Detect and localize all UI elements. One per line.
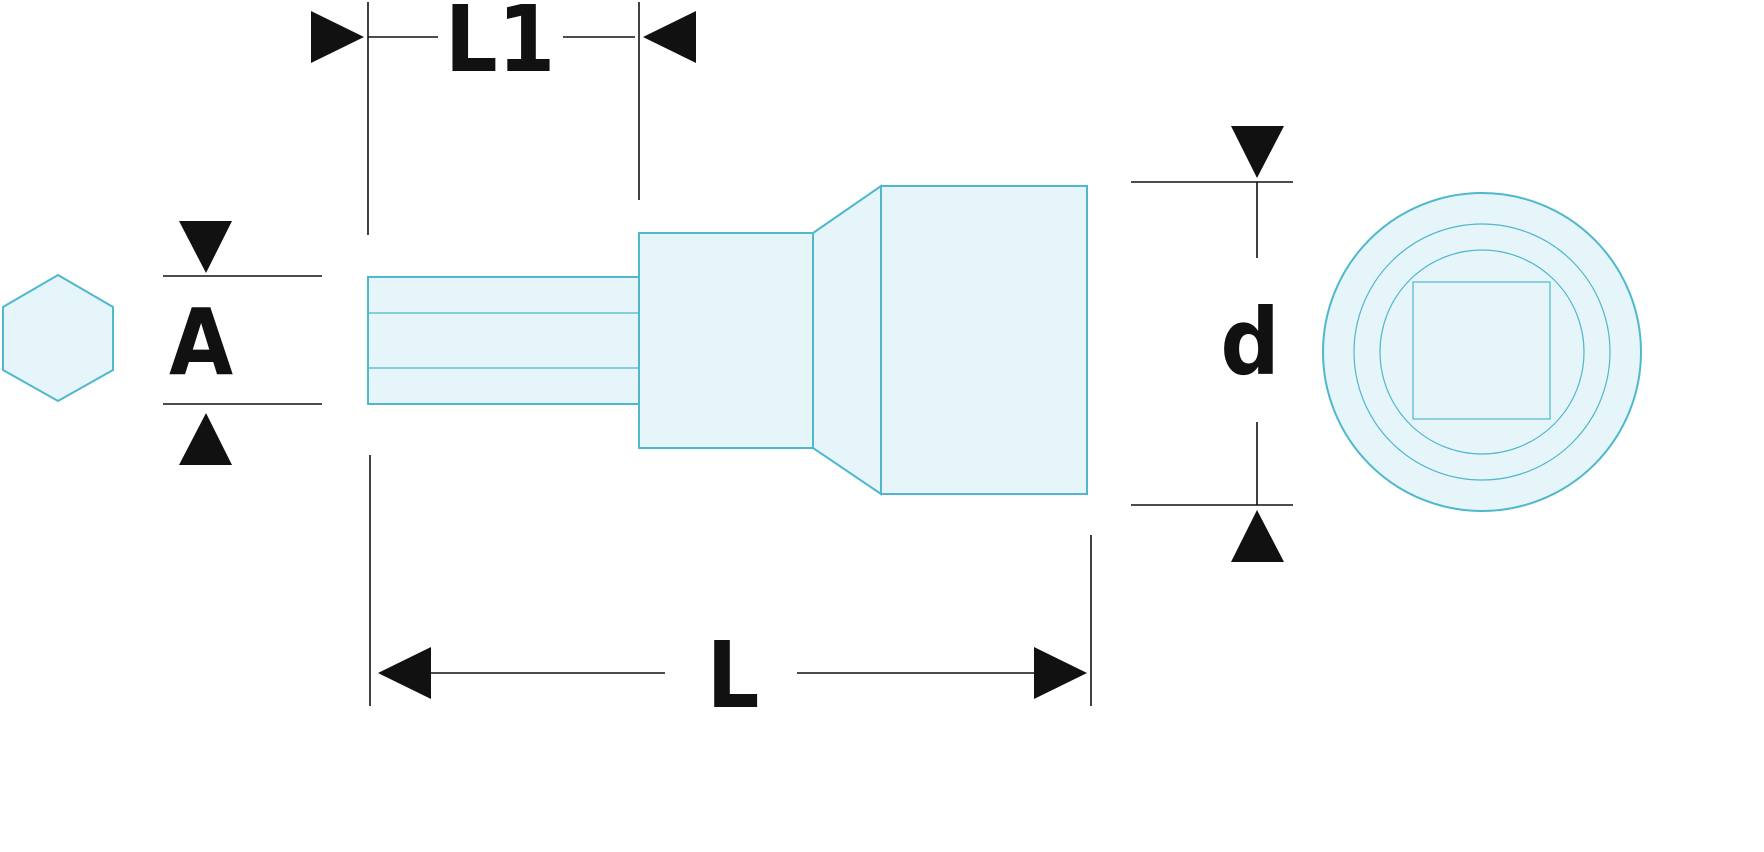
a-arrow-bottom [179, 413, 232, 465]
a-label: A [169, 289, 233, 396]
l-arrow-left [378, 647, 431, 699]
d-label: d [1220, 289, 1279, 396]
dimension-a: A [163, 221, 322, 465]
hex-end-view [2, 273, 114, 403]
dimension-d: d [1131, 126, 1293, 562]
socket-taper [812, 184, 882, 496]
d-arrow-top [1231, 126, 1284, 178]
l1-arrow-left [311, 11, 364, 63]
socket-body [880, 185, 1088, 495]
hex-bit-shank [367, 276, 640, 405]
d-arrow-bottom [1231, 510, 1284, 562]
socket-side-view [367, 184, 1088, 496]
a-arrow-top [179, 221, 232, 273]
l-arrow-right [1034, 647, 1087, 699]
socket-neck [638, 232, 814, 449]
square-drive-end-view [1322, 192, 1642, 512]
l-label: L [707, 622, 760, 729]
l1-label: L1 [445, 0, 555, 93]
dimension-l1: L1 [311, 0, 696, 235]
l1-arrow-right [643, 11, 696, 63]
socket-middle-circle [1353, 223, 1611, 481]
dimension-l: L [369, 455, 1092, 729]
socket-inner-circle [1379, 249, 1585, 455]
socket-outer-circle [1322, 192, 1642, 512]
square-drive-recess [1412, 281, 1551, 420]
